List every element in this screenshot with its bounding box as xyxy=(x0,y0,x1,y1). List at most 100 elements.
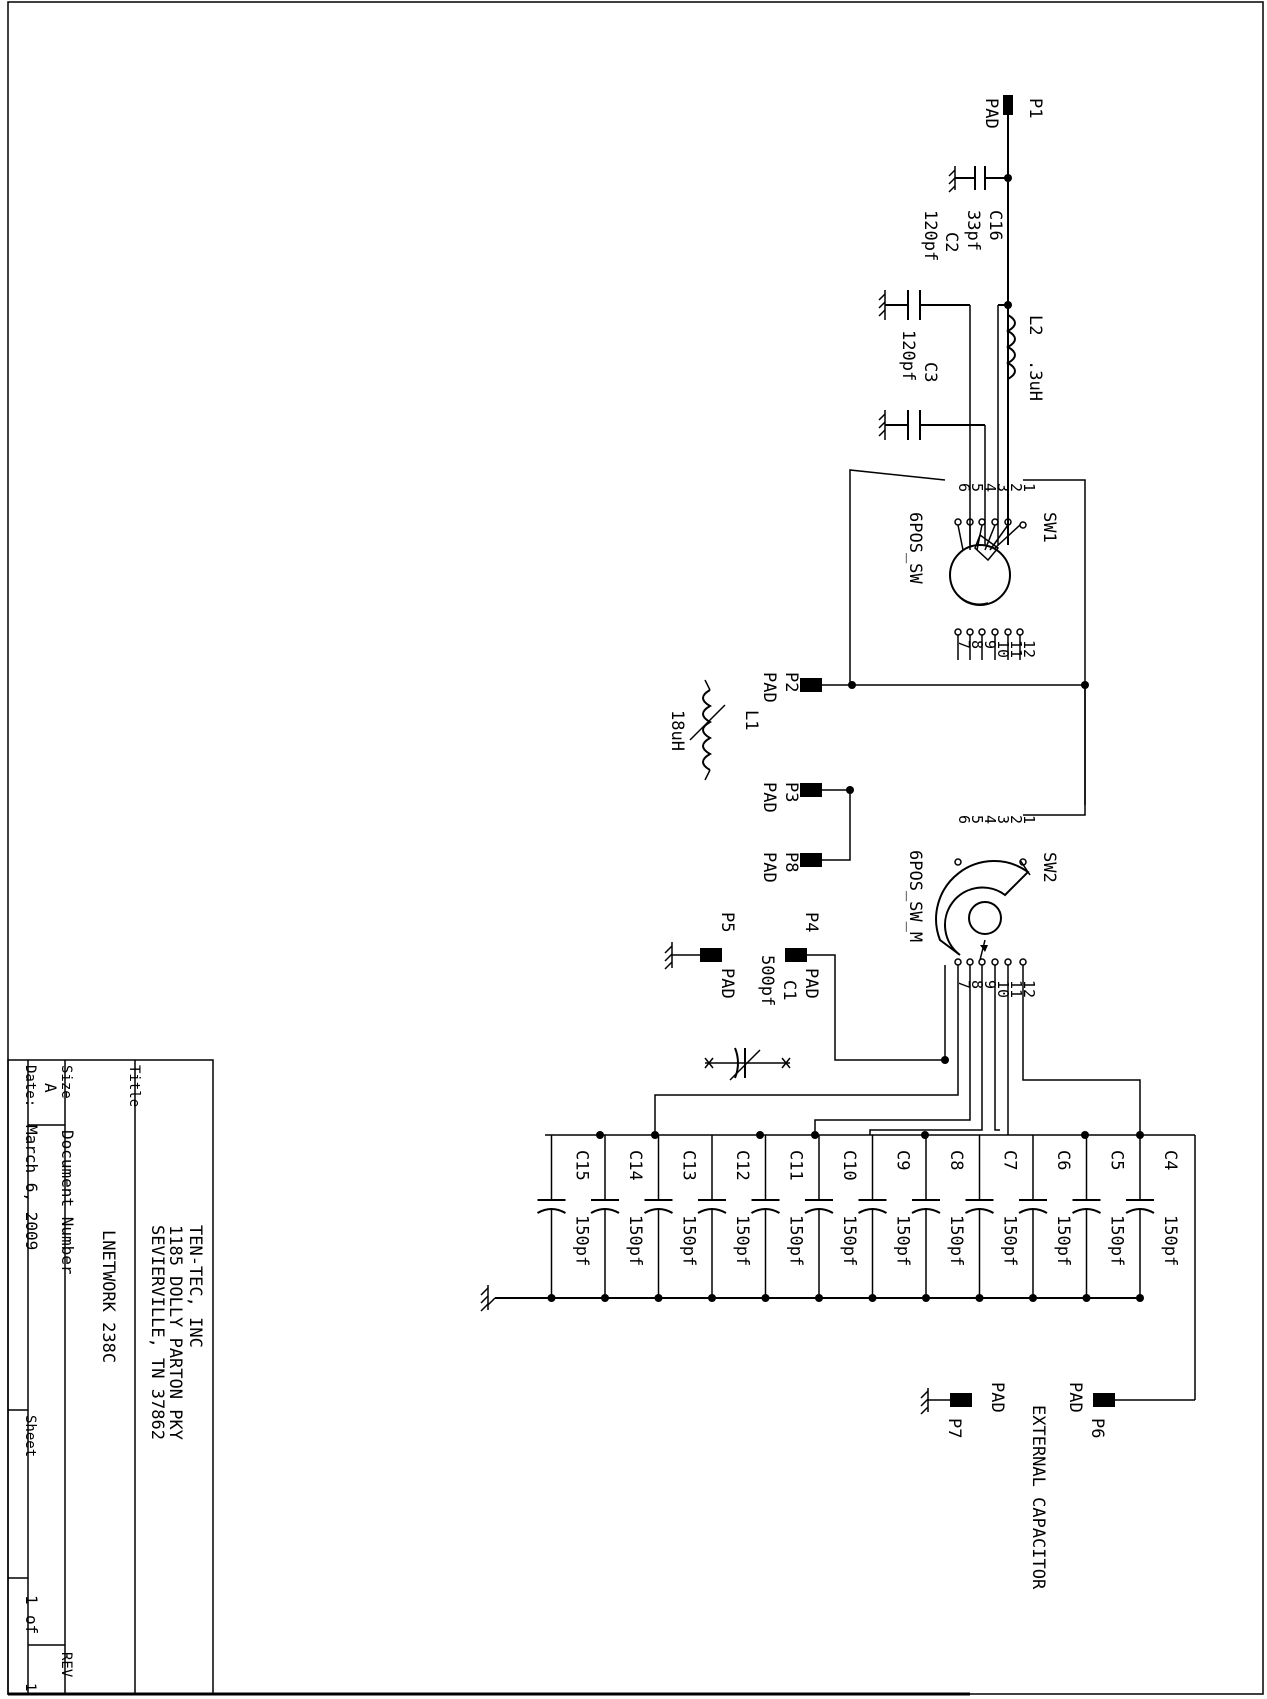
cap-value: 150pf xyxy=(572,1215,592,1266)
pad-p3-marker xyxy=(800,783,822,797)
l1-ref: L1 xyxy=(741,710,761,730)
sw1-pin-10: 10 xyxy=(994,640,1012,658)
cap-ref: C7 xyxy=(1000,1150,1020,1170)
sw1-pin-7: 7 xyxy=(955,640,973,649)
size-value: A xyxy=(41,1083,60,1093)
external-capacitor-note: EXTERNAL CAPACITOR xyxy=(1028,1405,1048,1590)
cap-value: 150pf xyxy=(1053,1215,1073,1266)
sw2-ref: SW2 xyxy=(1039,852,1059,883)
pad-p8-marker xyxy=(800,853,822,867)
cap-bank-item: C7 150pf xyxy=(965,1135,1020,1302)
cap-ground-junction xyxy=(1136,1294,1144,1302)
cap-ground-junction xyxy=(815,1294,823,1302)
sw1-type: 6POS_SW xyxy=(905,512,925,584)
cap-ref: C4 xyxy=(1160,1150,1180,1170)
p8-type: PAD xyxy=(759,852,779,883)
sheet-border xyxy=(7,1,1264,1695)
cap-bank-item: C10 150pf xyxy=(804,1135,859,1302)
sw1-pin-5: 5 xyxy=(968,483,986,492)
cap-value: 150pf xyxy=(1160,1215,1180,1266)
l2-ref: L2 xyxy=(1025,315,1045,335)
cap-value: 150pf xyxy=(839,1215,859,1266)
cap-ref: C10 xyxy=(839,1150,859,1181)
cap-bank-item: C15 150pf xyxy=(537,1135,592,1302)
sw1-pin-6: 6 xyxy=(955,483,973,492)
p5-ref: P5 xyxy=(717,912,737,932)
cap-value: 150pf xyxy=(893,1215,913,1266)
cap-plate-curved xyxy=(697,1208,727,1214)
c2-value: 120pf xyxy=(920,210,940,261)
p4-type: PAD xyxy=(801,968,821,999)
cap-plate-curved xyxy=(537,1208,566,1214)
cap-ref: C14 xyxy=(625,1150,645,1181)
p3-ref: P3 xyxy=(781,782,801,802)
sw2-pin-4: 4 xyxy=(981,815,999,824)
company-address-1: 1185 DOLLY PARTON PKY xyxy=(165,1225,185,1440)
sw1-pin-1: 1 xyxy=(1020,483,1038,492)
cap-ground-junction xyxy=(975,1294,984,1302)
cap-plate-curved xyxy=(858,1208,887,1214)
cap-plate-curved xyxy=(965,1208,994,1214)
p2-type: PAD xyxy=(759,672,779,703)
sw2-pin-1: 1 xyxy=(1020,815,1038,824)
pad-p4-marker xyxy=(785,948,807,962)
c1-value: 500pf xyxy=(757,955,777,1006)
pad-p2-marker xyxy=(800,678,822,692)
pad-p7-marker xyxy=(950,1393,972,1407)
cap-ground-junction xyxy=(708,1294,716,1302)
l2-coil xyxy=(1005,314,1016,380)
cap-value: 150pf xyxy=(786,1215,806,1266)
sw1-pin-11: 11 xyxy=(1007,640,1025,658)
p8-ref: P8 xyxy=(781,852,801,872)
p1-ref: P1 xyxy=(1025,98,1045,118)
capacitor-bank: C4150pfC5150pfC6150pfC7150pfC8150pfC9150… xyxy=(537,1135,1180,1302)
cap-value: 150pf xyxy=(1000,1215,1020,1266)
p3-type: PAD xyxy=(759,782,779,813)
schematic-body: P1 PAD C16 33pf C2 120pf L2 .3uH xyxy=(7,95,1196,1695)
cap-ref: C12 xyxy=(732,1150,752,1181)
cap-ground-junction xyxy=(868,1294,877,1302)
date-value: March 6, 2009 xyxy=(22,1125,41,1250)
cap-value: 150pf xyxy=(1107,1215,1127,1266)
cap-ground-junction xyxy=(547,1294,556,1302)
cap-bank-item: C6 150pf xyxy=(1018,1135,1073,1302)
sw2-pin-8: 8 xyxy=(968,980,986,989)
c3-ref: C3 xyxy=(920,362,940,382)
p5-type: PAD xyxy=(717,968,737,999)
c1-variable-cap xyxy=(704,1047,791,1081)
sw1-pin-8: 8 xyxy=(968,640,986,649)
c1-ref: C1 xyxy=(779,980,799,1000)
cap-bank-item: C4 150pf xyxy=(1125,1135,1180,1302)
cap-value: 150pf xyxy=(946,1215,966,1266)
cap-ground-junction xyxy=(1082,1294,1091,1302)
sw2-pin-6: 6 xyxy=(955,815,973,824)
size-label: Size xyxy=(58,1065,74,1099)
cap-ref: C15 xyxy=(572,1150,592,1181)
cap-ground-junction xyxy=(601,1294,609,1302)
cap-ref: C6 xyxy=(1053,1150,1073,1170)
c3-value: 120pf xyxy=(898,330,918,381)
sw2-pin-5: 5 xyxy=(968,815,986,824)
sheet-number: 1 xyxy=(22,1595,41,1605)
sw1-switch: SW1 6POS_SW 1 2 3 4 5 6 12 11 10 9 8 7 xyxy=(905,483,1059,660)
cap-value: 150pf xyxy=(679,1215,699,1266)
l1-coil xyxy=(702,689,713,771)
sw1-pin-12: 12 xyxy=(1020,640,1038,658)
p7-type: PAD xyxy=(987,1382,1007,1413)
rev-label: REV xyxy=(58,1652,74,1678)
cap-ground-junction xyxy=(1029,1294,1037,1302)
cap-plate-curved xyxy=(1018,1208,1048,1214)
sheet-of-label: of xyxy=(22,1615,41,1634)
cap-plate-curved xyxy=(1072,1208,1101,1214)
sw1-pin-2: 2 xyxy=(1007,483,1025,492)
sw1-pin-3: 3 xyxy=(994,483,1012,492)
sheet-label: Sheet xyxy=(22,1415,38,1457)
pad-p5-marker xyxy=(700,948,722,962)
cap-ref: C5 xyxy=(1107,1150,1127,1170)
c16-ref: C16 xyxy=(985,210,1005,241)
l2-value: .3uH xyxy=(1025,360,1045,401)
c2-ref: C2 xyxy=(941,232,961,252)
